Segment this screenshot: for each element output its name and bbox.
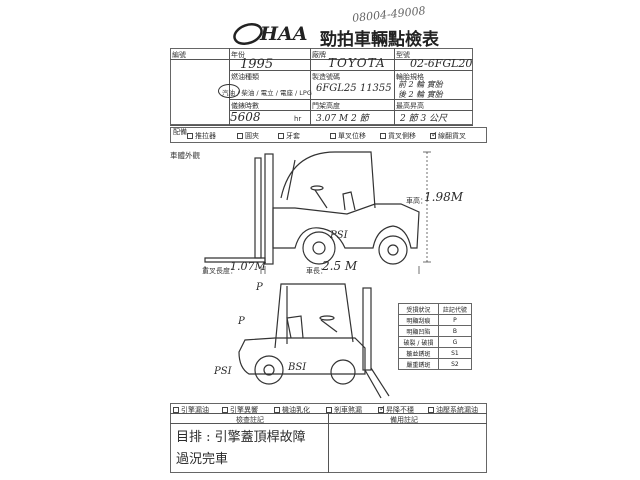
value-hours: 5608 [230, 110, 261, 124]
value-lift: 2 節 3 公尺 [400, 114, 448, 124]
check-engine-noise[interactable]: 引擎異響 [222, 405, 258, 415]
legend-header-row: 受損狀況 註記代號 [398, 303, 473, 315]
damage-mark-psi-1: PSI [330, 230, 348, 241]
check-engine-oil-leak[interactable]: 引擎漏油 [173, 405, 209, 415]
legend-header-status: 受損狀況 [398, 303, 439, 315]
check-notes-label: 檢查註記 [236, 416, 264, 424]
note-line-1: 目排 : 引擎蓋頂桿故障 [176, 430, 306, 445]
note-line-2: 過況完車 [176, 452, 229, 467]
length-label: 車長： [306, 267, 327, 275]
length-value: 2.5 M [322, 259, 358, 273]
exterior-label: 車體外觀 [170, 151, 200, 160]
accessory-clamp[interactable]: 圓夾 [237, 131, 259, 141]
value-year: 1995 [240, 57, 274, 72]
label-hours: 儀錶時數 [231, 102, 259, 110]
accessory-teeth[interactable]: 牙套 [278, 131, 300, 141]
forklift-side-view [204, 151, 431, 274]
label-lift: 最高昇高 [396, 102, 424, 110]
legend-header-code: 註記代號 [437, 303, 473, 315]
accessory-rotating-fork[interactable]: ✓線翻貨叉 [430, 130, 466, 140]
other-notes-label: 備用註記 [390, 416, 418, 424]
fork-length-label: 貨叉長度： [202, 267, 237, 275]
value-tire-front: 前 2 輪 實胎 [398, 80, 443, 89]
svg-text:HAA: HAA [259, 23, 307, 45]
damage-mark-p-left: P [238, 316, 245, 327]
value-mast: 3.07 M 2 節 [316, 114, 369, 124]
hours-unit: hr [294, 115, 302, 123]
page-title: 勁拍車輛點檢表 [320, 30, 439, 50]
value-tire-rear: 後 2 輪 實胎 [398, 90, 443, 99]
label-year: 年份 [231, 51, 245, 59]
height-value: 1.98M [424, 190, 464, 204]
fuel-selected-circle [218, 84, 240, 98]
label-serial: 製造號碼 [312, 73, 340, 81]
value-brand: TOYOTA [328, 56, 386, 70]
check-brake-leak[interactable]: 剎車煞漏 [326, 405, 362, 415]
fuel-options: 汽油 / 柴油 / 電立 / 電座 / LPG [222, 89, 312, 97]
accessories-label: 配備 [173, 128, 187, 136]
haa-logo: HAA [233, 23, 307, 45]
label-fuel: 燃油種類 [231, 73, 259, 81]
check-oil-emulsion[interactable]: 機油乳化 [274, 405, 310, 415]
fork-length-value: 1.07M [230, 260, 266, 273]
check-lift-unstable[interactable]: ✓昇降不穩 [378, 404, 414, 414]
label-model: 型號 [396, 51, 410, 59]
forklift-rear-view [238, 283, 390, 399]
check-hydraulic-leak[interactable]: 油壓系統漏油 [428, 405, 478, 415]
value-serial: 6FGL25 11355 [316, 83, 392, 94]
accessory-pusher[interactable]: 推拉器 [187, 131, 216, 141]
serial-handwritten: 08004-49008 [351, 4, 427, 25]
value-model: 02-6FGL20 [410, 57, 473, 70]
label-brand: 廠牌 [312, 51, 326, 59]
label-number: 編號 [172, 51, 186, 59]
damage-mark-bsi: BSI [288, 362, 307, 373]
accessory-side-shift[interactable]: 貨叉側移 [380, 131, 416, 141]
label-tire: 輪胎規格 [396, 73, 424, 81]
damage-mark-psi-2: PSI [214, 366, 232, 377]
damage-mark-p-top: P [256, 282, 263, 293]
height-label: 車高： [406, 197, 427, 205]
accessory-single-fork-shift[interactable]: 單叉位移 [330, 131, 366, 141]
label-mast: 門架高度 [312, 102, 340, 110]
